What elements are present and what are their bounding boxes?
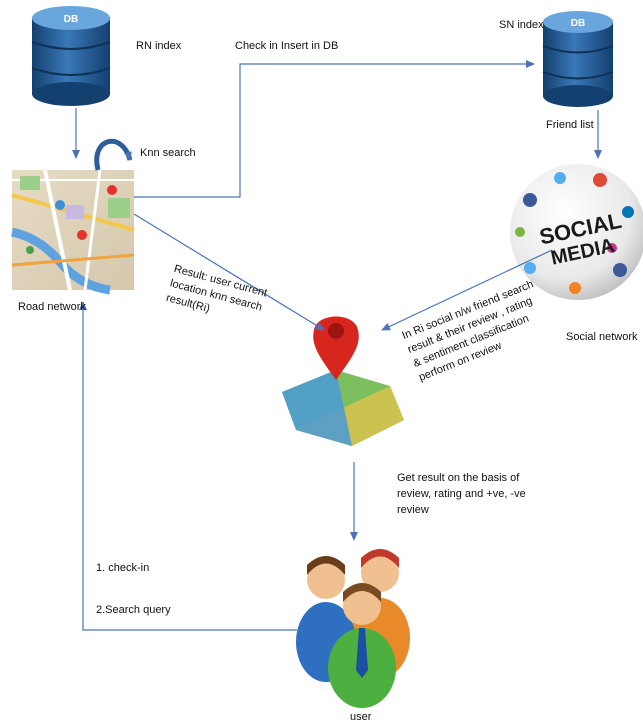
to-user-line-2: review, rating and +ve, -ve	[397, 488, 526, 500]
sn-db-icon	[542, 11, 614, 107]
user-to-road-arrow	[79, 301, 297, 631]
road-to-result-arrow	[133, 213, 325, 331]
sn-db-icon-text: DB	[571, 18, 585, 29]
check-in-label: 1. check-in	[96, 562, 150, 574]
to-user-line-3: review	[397, 504, 429, 516]
rn-db-icon	[31, 6, 111, 106]
to-user-line-1: Get result on the basis of	[397, 472, 520, 484]
road-network-label: Road network	[18, 301, 86, 313]
social-media-globe-icon	[510, 164, 643, 300]
to-user-label: Get result on the basis of review, ratin…	[397, 470, 526, 518]
result-map-pin-icon	[282, 316, 404, 446]
sn-index-label: SN index	[499, 19, 544, 31]
search-query-label: 2.Search query	[96, 604, 171, 616]
social-to-result-arrow	[381, 249, 553, 331]
user-label: user	[350, 711, 372, 723]
social-network-label: Social network	[566, 331, 638, 343]
friend-list-label: Friend list	[546, 119, 594, 131]
user-group-icon	[296, 549, 410, 708]
knn-loop-arrow	[94, 138, 133, 171]
rn-db-icon-text: DB	[64, 14, 78, 25]
road-network-map-icon	[10, 169, 135, 295]
knn-search-label: Knn search	[140, 147, 196, 159]
check-in-insert-label: Check in Insert in DB	[235, 40, 339, 52]
rn-index-label: RN index	[136, 40, 182, 52]
check-in-insert-arrow	[134, 60, 535, 198]
